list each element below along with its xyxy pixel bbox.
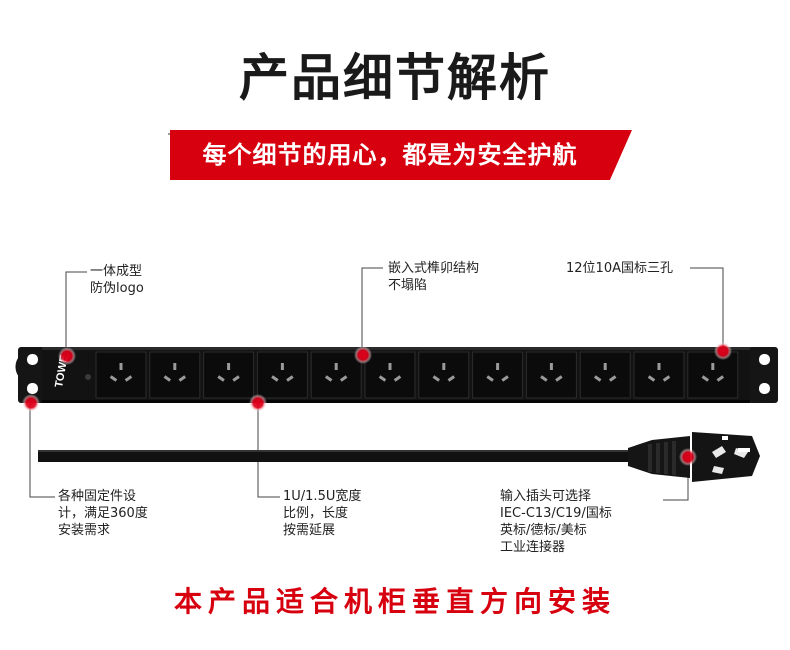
callout-line: 防伪logo: [90, 281, 144, 296]
socket: [418, 351, 470, 399]
footer-note: 本产品适合机柜垂直方向安装: [173, 585, 616, 618]
callout-line: IEC-C13/C19/国标: [500, 506, 612, 521]
right-mounting-ear: [748, 347, 778, 403]
callout-line: 比例，长度: [283, 506, 349, 521]
socket-row: [95, 351, 739, 399]
socket: [579, 351, 631, 399]
callout-line: 安装需求: [58, 523, 111, 538]
callout-logo: 一体成型 防伪logo: [90, 263, 144, 297]
leader-lines: [29, 267, 724, 501]
callout-mortise: 嵌入式榫卯结构 不塌陷: [388, 260, 479, 294]
socket: [687, 351, 739, 399]
socket: [149, 351, 201, 399]
left-mounting-ear: [18, 347, 48, 403]
callout-line: 英标/德标/美标: [500, 523, 587, 538]
page-title: 产品细节解析: [239, 49, 551, 107]
socket: [310, 351, 362, 399]
power-plug: [628, 432, 760, 482]
marker-mortise: [354, 346, 372, 364]
marker-plug: [679, 448, 697, 466]
marker-sockets: [714, 342, 732, 360]
callout-line: 1U/1.5U宽度: [283, 489, 362, 504]
callout-line: 按需延展: [283, 523, 336, 538]
callout-line: 一体成型: [90, 264, 143, 279]
socket: [256, 351, 308, 399]
marker-logo: [58, 347, 76, 365]
callout-line: 计，满足360度: [58, 506, 148, 521]
socket: [203, 351, 255, 399]
callout-line: 输入插头可选择: [500, 489, 592, 504]
slogan-banner: 每个细节的用心，都是为安全护航: [170, 130, 643, 180]
socket: [472, 351, 524, 399]
socket: [633, 351, 685, 399]
power-cable: [38, 452, 632, 462]
marker-size: [249, 394, 267, 412]
socket: [364, 351, 416, 399]
indicator-light: [85, 374, 91, 380]
callout-line: 12位10A国标三孔: [566, 261, 673, 276]
callout-line: 工业连接器: [500, 540, 566, 555]
callout-plug: 输入插头可选择 IEC-C13/C19/国标 英标/德标/美标 工业连接器: [500, 488, 612, 556]
socket: [525, 351, 577, 399]
callout-fixing: 各种固定件设 计，满足360度 安装需求: [58, 488, 148, 539]
callout-line: 各种固定件设: [58, 489, 137, 504]
marker-fixing: [22, 394, 40, 412]
socket: [95, 351, 147, 399]
detail-markers: [22, 342, 732, 466]
callout-line: 不塌陷: [388, 278, 428, 293]
callout-line: 嵌入式榫卯结构: [388, 261, 480, 276]
callout-sockets: 12位10A国标三孔: [566, 260, 673, 277]
callout-size: 1U/1.5U宽度 比例，长度 按需延展: [283, 488, 361, 539]
banner-background: [170, 130, 632, 180]
banner-text: 每个细节的用心，都是为安全护航: [202, 141, 578, 169]
